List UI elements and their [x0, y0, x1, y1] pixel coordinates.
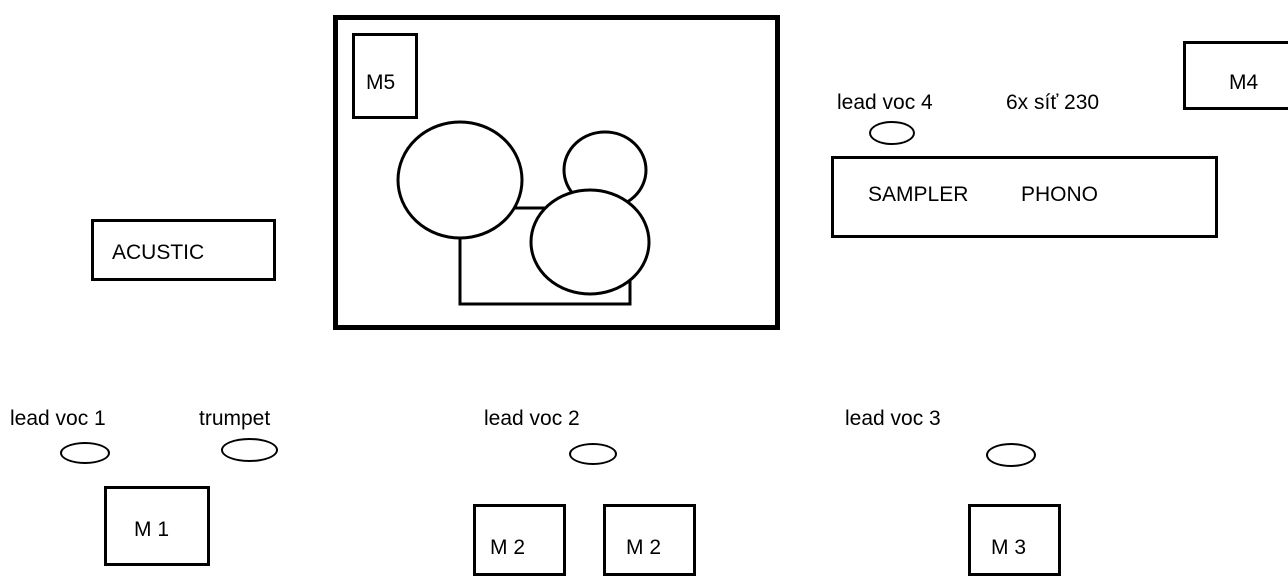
sampler-label: SAMPLER: [868, 183, 969, 206]
mic-lead-voc-4: [869, 121, 915, 145]
lead-voc-1-label: lead voc 1: [10, 407, 106, 430]
monitor-m3: M 3: [968, 504, 1061, 576]
monitor-m2-left: M 2: [473, 504, 566, 576]
acoustic-box: ACUSTIC: [91, 219, 276, 281]
mic-lead-voc-3: [986, 443, 1036, 467]
monitor-m5-label: M5: [366, 71, 396, 94]
monitor-m3-label: M 3: [991, 536, 1027, 559]
monitor-m4: M4: [1183, 41, 1288, 110]
mic-lead-voc-1: [60, 442, 110, 464]
monitor-m4-label: M4: [1229, 71, 1259, 94]
monitor-m1: M 1: [104, 486, 210, 566]
lead-voc-4-label: lead voc 4: [837, 91, 933, 114]
sampler-phono-table: SAMPLER PHONO: [831, 156, 1218, 238]
floor-tom: [396, 120, 524, 240]
monitor-m2-left-label: M 2: [490, 536, 526, 559]
monitor-m2-right: M 2: [603, 504, 696, 576]
power-note: 6x síť 230: [1006, 91, 1100, 114]
lead-voc-2-label: lead voc 2: [484, 407, 580, 430]
monitor-m5: M5: [352, 33, 418, 119]
bass-drum: [529, 188, 651, 296]
lead-voc-3-label: lead voc 3: [845, 407, 941, 430]
phono-label: PHONO: [1021, 183, 1099, 206]
monitor-m2-right-label: M 2: [626, 536, 662, 559]
trumpet-label: trumpet: [199, 407, 271, 430]
mic-lead-voc-2: [569, 443, 617, 465]
monitor-m1-label: M 1: [134, 518, 170, 541]
acoustic-label: ACUSTIC: [112, 241, 205, 264]
mic-trumpet: [221, 438, 278, 462]
